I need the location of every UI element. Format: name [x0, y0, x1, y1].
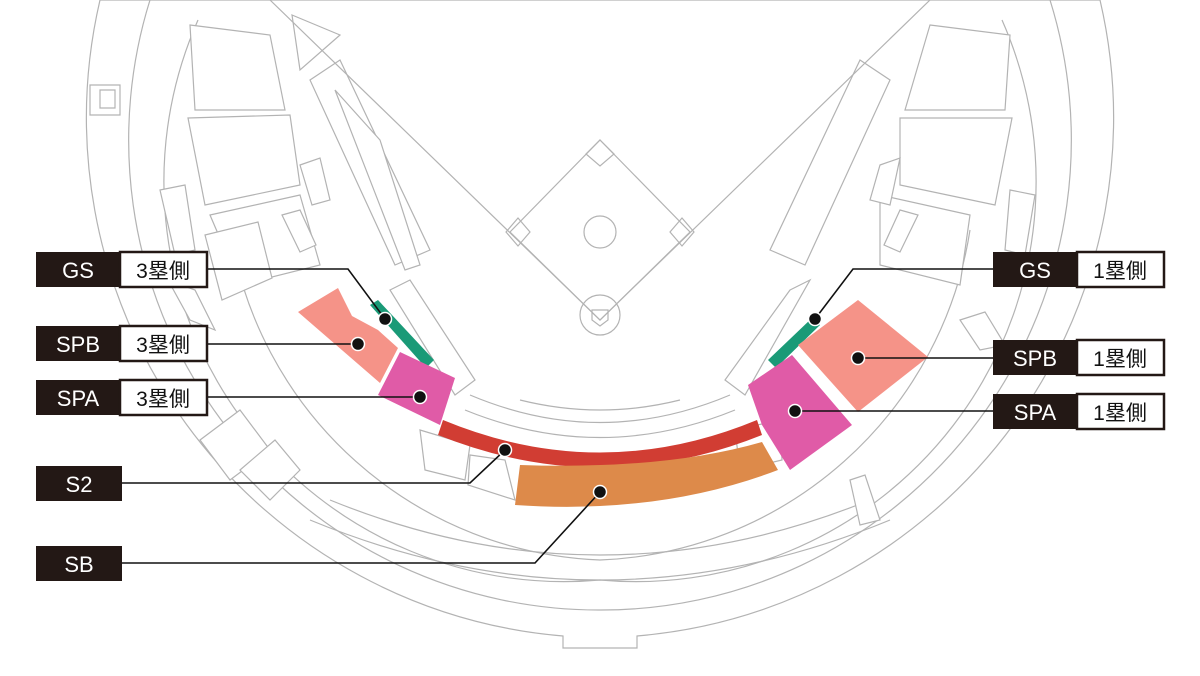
label-side: 3塁側: [136, 334, 190, 357]
section-spa-3rd[interactable]: [378, 352, 455, 425]
label-side: 1塁側: [1093, 348, 1147, 371]
label-name: SPA: [57, 386, 100, 411]
label-side: 3塁側: [136, 388, 190, 411]
section-s2[interactable]: [438, 420, 762, 468]
label-gs-1st[interactable]: GS 1塁側: [993, 250, 1166, 289]
section-markers: [350, 311, 866, 500]
label-name: SPA: [1014, 400, 1057, 425]
label-name: SPB: [1013, 346, 1057, 371]
label-name: S2: [66, 472, 93, 497]
label-spa-3rd[interactable]: SPA 3塁側: [36, 378, 209, 417]
section-spb-3rd[interactable]: [298, 288, 398, 383]
label-side: 1塁側: [1093, 260, 1147, 283]
section-gs-1st[interactable]: [768, 318, 820, 368]
label-s2[interactable]: S2: [36, 466, 122, 501]
label-name: GS: [1019, 258, 1051, 283]
label-name: SB: [64, 552, 93, 577]
label-name: SPB: [56, 332, 100, 357]
stadium-outline: [85, 0, 1115, 649]
label-gs-3rd[interactable]: GS 3塁側: [36, 250, 209, 289]
label-spb-3rd[interactable]: SPB 3塁側: [36, 324, 209, 363]
label-spb-1st[interactable]: SPB 1塁側: [993, 338, 1166, 377]
baseball-diamond: [269, 0, 931, 439]
label-name: GS: [62, 258, 94, 283]
leader-lines: [122, 268, 993, 564]
seat-sections: [298, 288, 928, 507]
label-side: 3塁側: [136, 260, 190, 283]
label-sb[interactable]: SB: [36, 546, 122, 581]
label-side: 1塁側: [1093, 402, 1147, 425]
section-sb[interactable]: [515, 442, 778, 507]
label-spa-1st[interactable]: SPA 1塁側: [993, 392, 1166, 431]
